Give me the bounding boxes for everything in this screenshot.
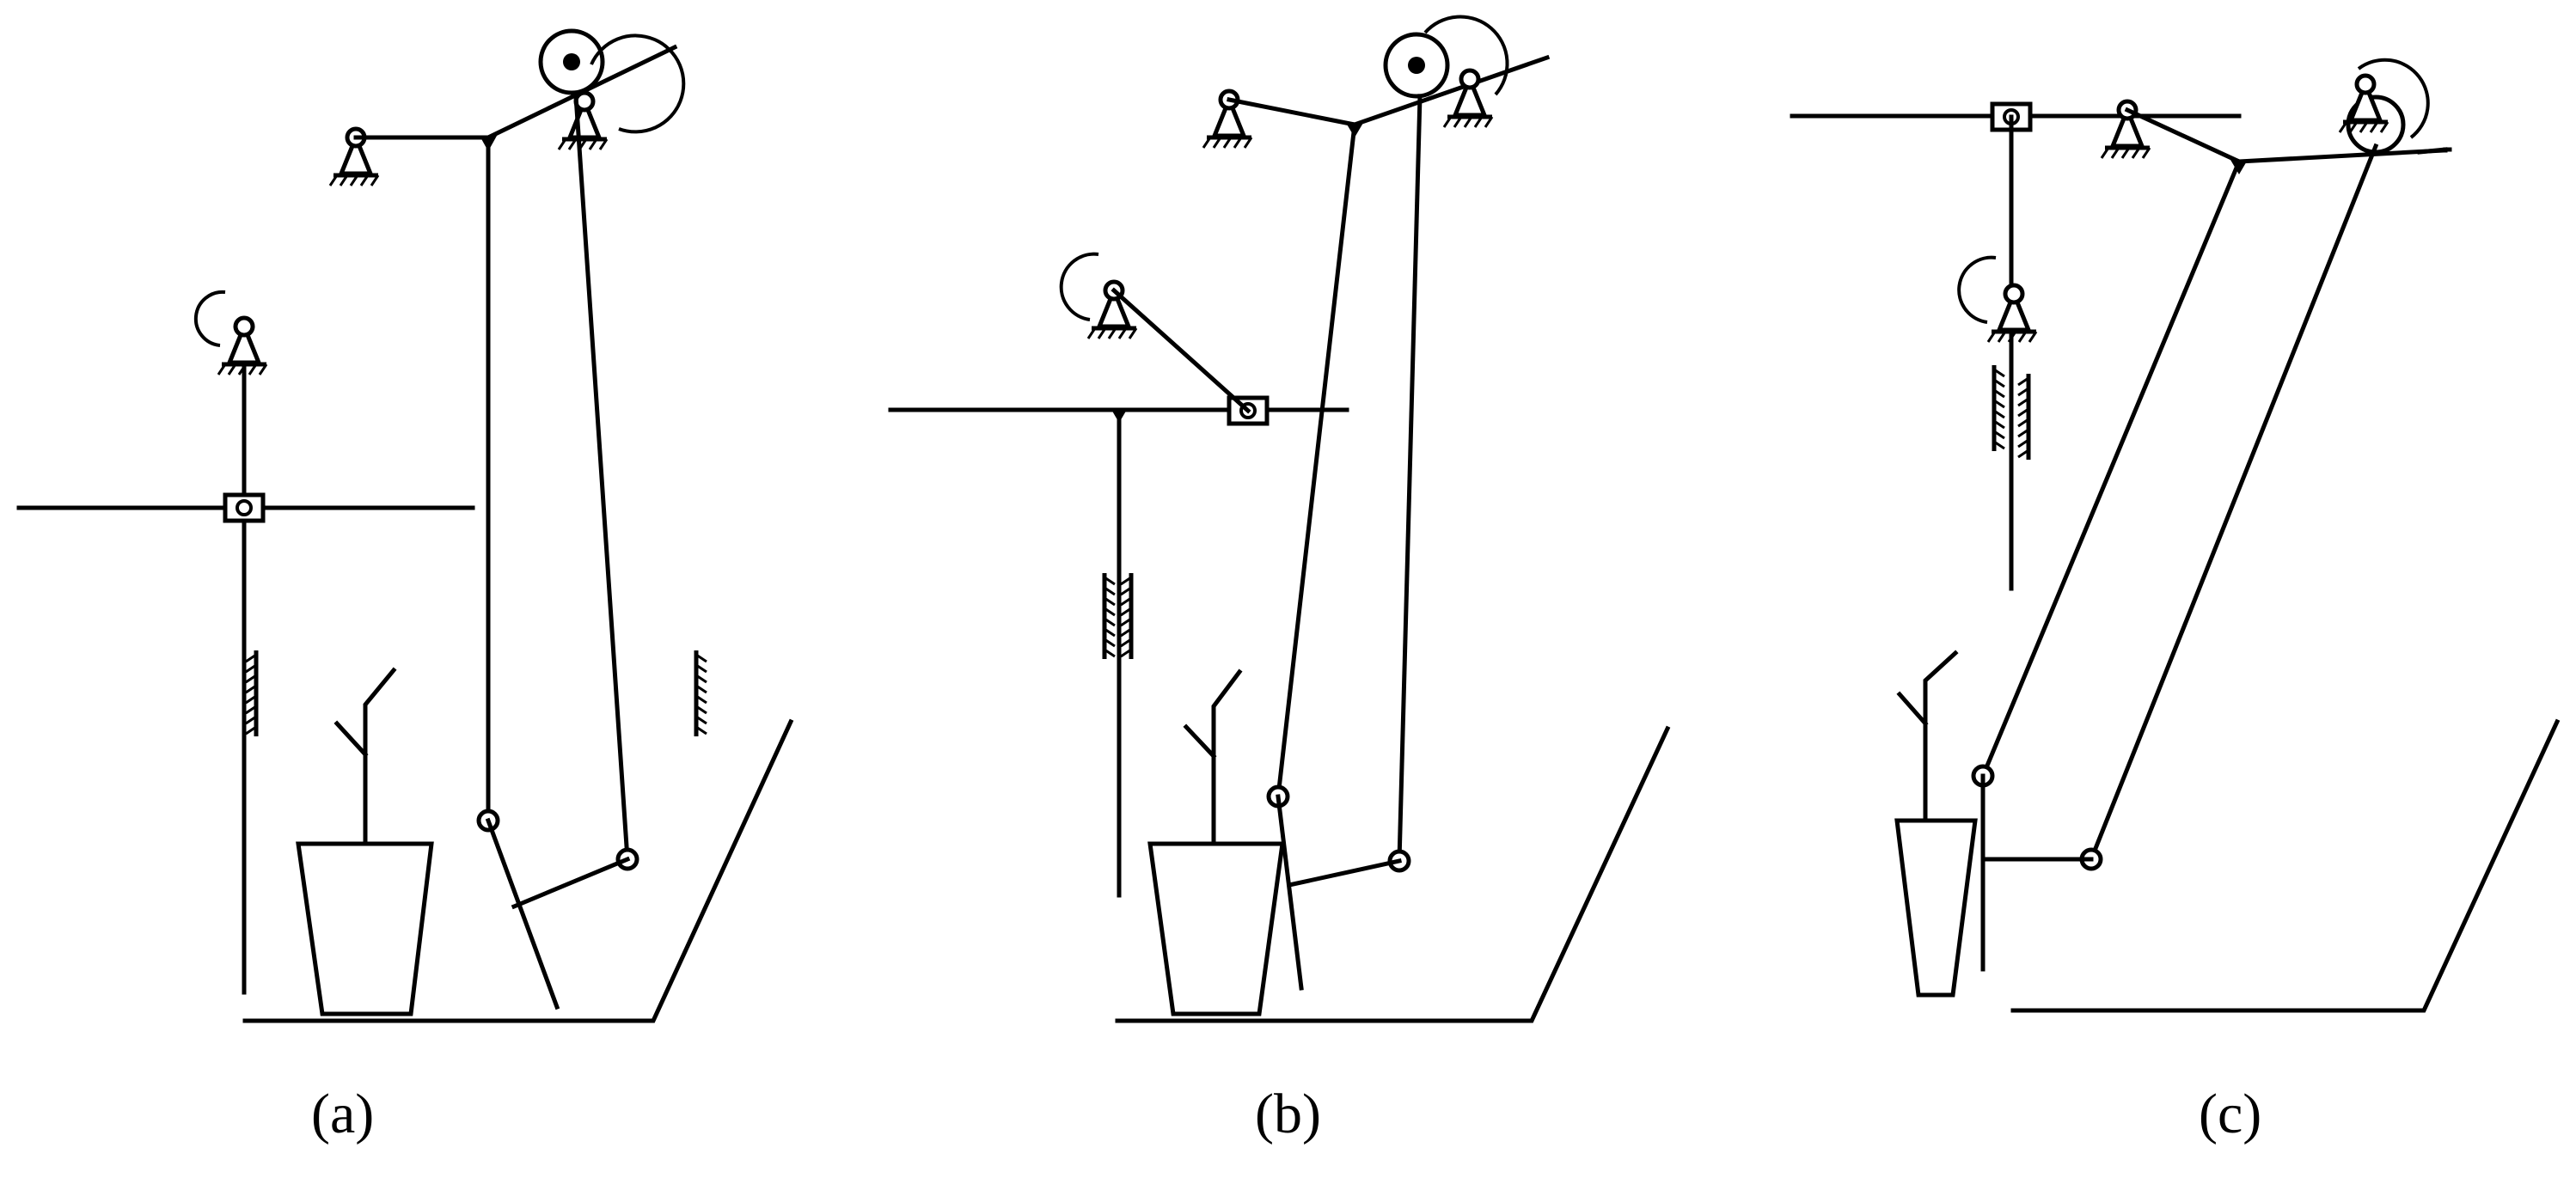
panel-b-label: (b) — [1255, 1083, 1321, 1145]
panel-c-mechanism — [1790, 58, 2561, 1013]
panel-c-label: (c) — [2199, 1083, 2261, 1145]
panel-a-mechanism — [16, 28, 794, 1023]
panel-a-label: (a) — [311, 1083, 374, 1145]
panel-b-mechanism — [888, 15, 1671, 1023]
